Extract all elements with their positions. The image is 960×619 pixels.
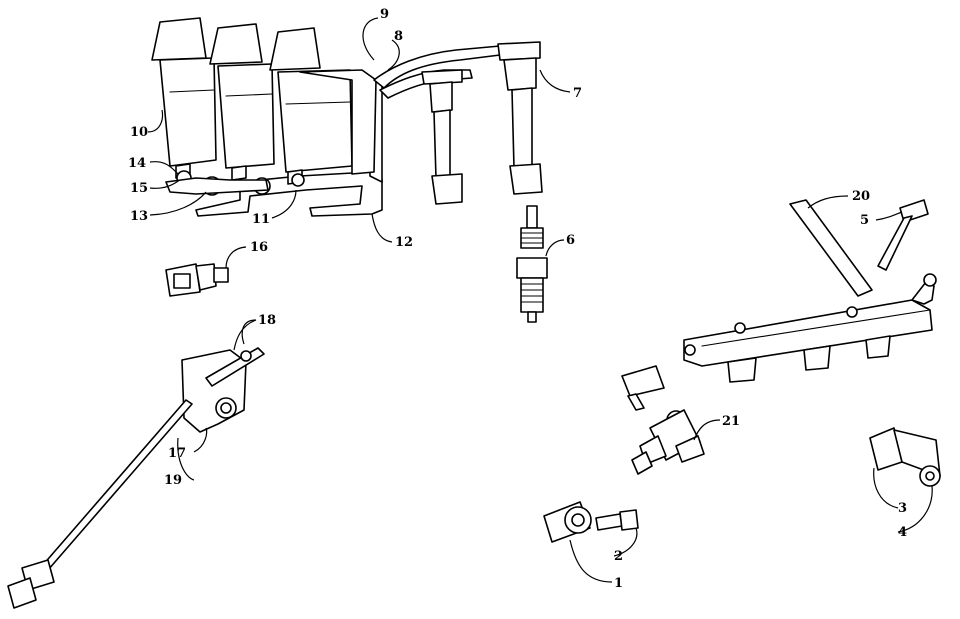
callout-19: 19 <box>164 473 182 488</box>
callout-1: 1 <box>614 576 623 591</box>
coil-2 <box>209 23 275 181</box>
temperature-sensor <box>165 263 229 297</box>
callout-18: 18 <box>258 313 276 328</box>
spark-plug <box>516 205 548 323</box>
callout-9: 9 <box>380 7 389 22</box>
callout-4: 4 <box>898 525 907 540</box>
callout-14: 14 <box>128 156 146 171</box>
ignition-coil-assembly <box>151 17 383 217</box>
fuel-rail <box>683 199 937 383</box>
callout-11: 11 <box>252 212 270 227</box>
knock-sensor <box>543 501 639 543</box>
callout-16: 16 <box>250 240 268 255</box>
callout-2: 2 <box>614 549 623 564</box>
leader-lines <box>147 17 933 583</box>
position-sensor <box>869 427 941 487</box>
callout-17: 17 <box>168 446 186 461</box>
callout-21: 21 <box>722 414 740 429</box>
callout-13: 13 <box>130 209 148 224</box>
oxygen-sensor-harness <box>7 347 265 609</box>
callout-7: 7 <box>573 86 582 101</box>
coil-1 <box>151 17 217 179</box>
spark-plug-wires <box>373 41 543 205</box>
callout-5: 5 <box>860 213 869 228</box>
callout-3: 3 <box>898 501 907 516</box>
callout-6: 6 <box>566 233 575 248</box>
callout-20: 20 <box>852 189 870 204</box>
callout-labels: 9 8 7 10 14 15 13 11 12 6 16 18 17 19 20… <box>128 7 907 591</box>
callout-8: 8 <box>394 29 403 44</box>
callout-10: 10 <box>130 125 148 140</box>
fuel-injector <box>621 365 705 475</box>
callout-12: 12 <box>395 235 413 250</box>
coil-3 <box>269 27 353 185</box>
callout-15: 15 <box>130 181 148 196</box>
